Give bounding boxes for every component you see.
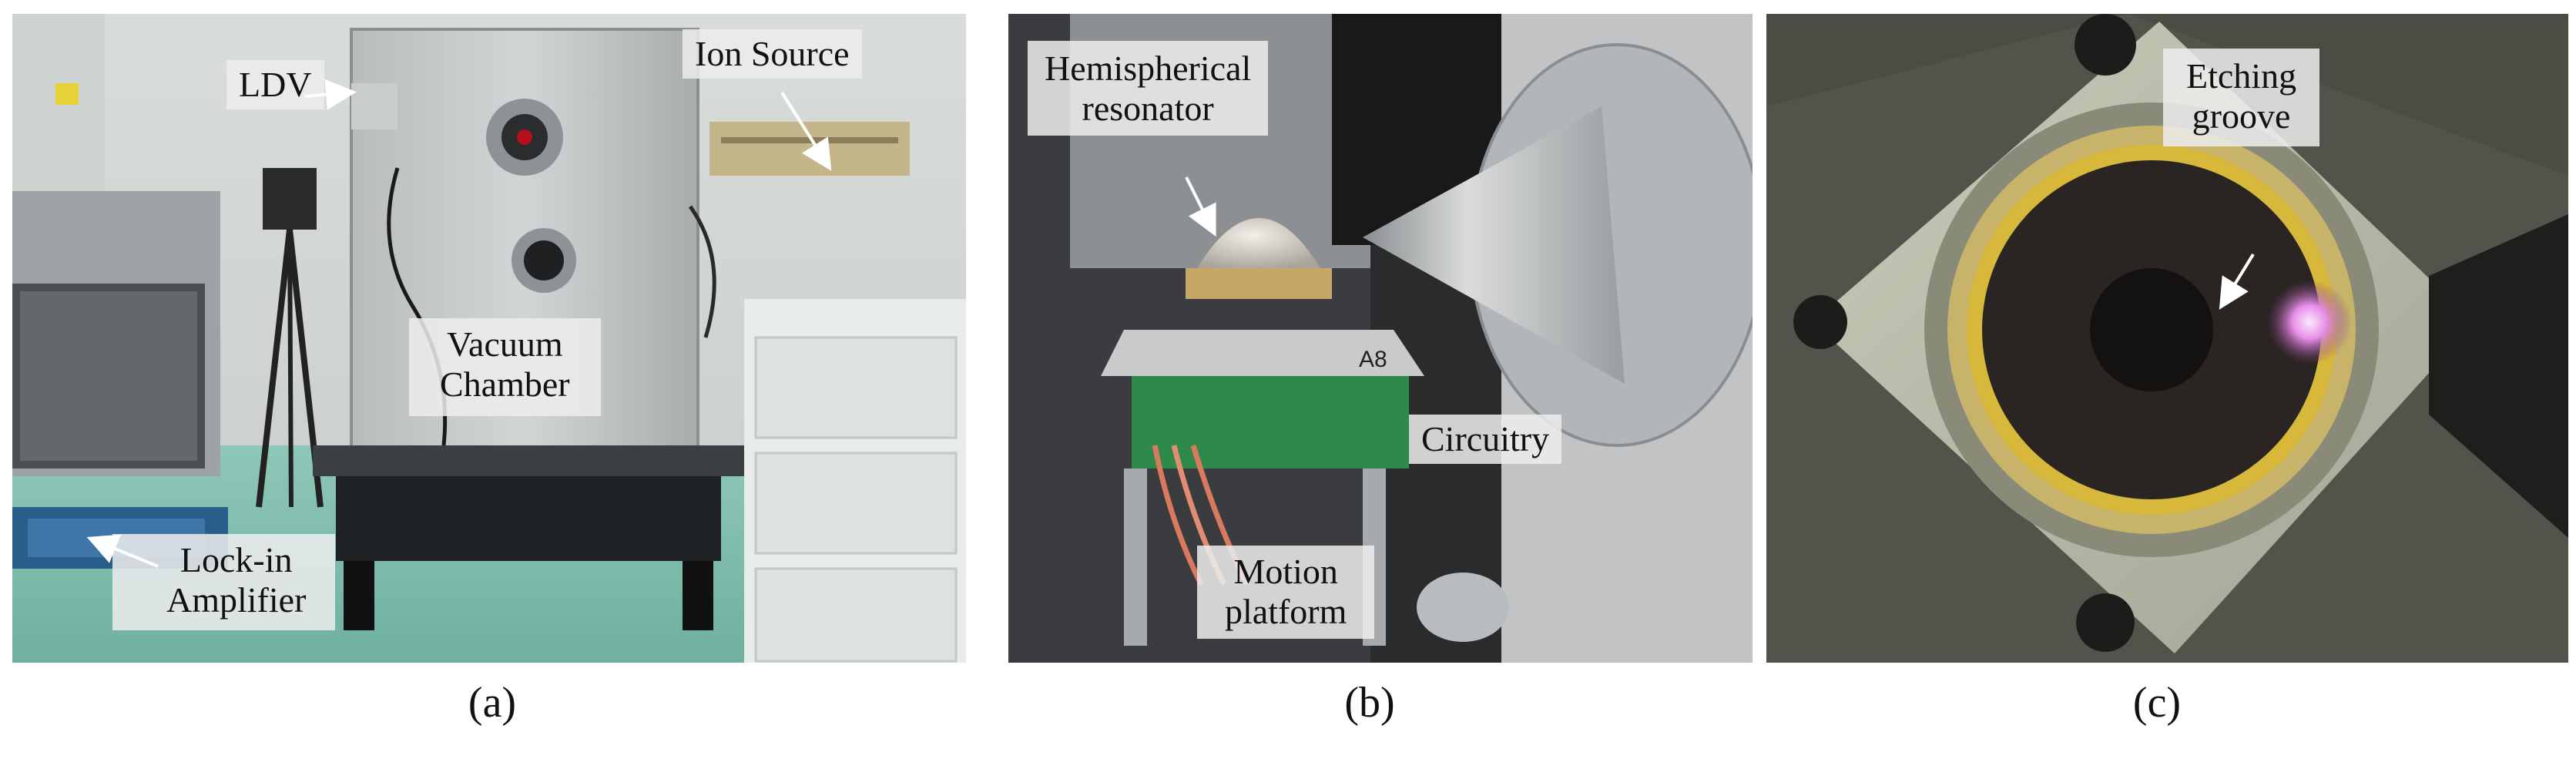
lock-in-amplifier-label: Lock-in Amplifier (112, 534, 336, 631)
vacuum-chamber-label: Vacuum Chamber (409, 318, 601, 417)
resonator-stage-photo (1008, 14, 1753, 663)
ion-source-label: Ion Source (683, 29, 862, 79)
circuitry-label: Circuitry (1409, 415, 1562, 464)
hemispherical-resonator-label-line1: Hemispherical (1045, 49, 1252, 88)
etching-groove-label-line1: Etching (2186, 56, 2297, 96)
etching-groove-label: Etching groove (2163, 49, 2320, 147)
etching-groove-photo (1766, 14, 2568, 663)
caption-a: (a) (468, 679, 517, 727)
motion-platform-label-line1: Motion (1233, 552, 1338, 591)
panel-a-photo: LDV Ion Source Vacuum Chamber Lock-in Am… (12, 14, 966, 663)
panel-b-photo: A8 Hemispherical resonator Circuitry Mot… (1008, 14, 1753, 663)
lock-in-amplifier-label-line1: Lock-in (179, 540, 293, 579)
vacuum-chamber-label-line1: Vacuum (446, 324, 563, 364)
motion-platform-label: Motion platform (1197, 546, 1375, 640)
ldv-label: LDV (226, 60, 324, 109)
hemispherical-resonator-label: Hemispherical resonator (1028, 41, 1269, 136)
caption-c: (c) (2132, 679, 2182, 727)
panel-c-photo: Etching groove (1766, 14, 2568, 663)
vacuum-chamber-label-line2: Chamber (440, 364, 570, 404)
caption-b: (b) (1344, 679, 1395, 727)
hemispherical-resonator-label-line2: resonator (1082, 88, 1214, 128)
lock-in-amplifier-label-line2: Amplifier (166, 579, 307, 620)
etching-groove-label-line2: groove (2192, 96, 2291, 136)
plate-marking: A8 (1359, 347, 1387, 372)
motion-platform-label-line2: platform (1225, 591, 1347, 631)
